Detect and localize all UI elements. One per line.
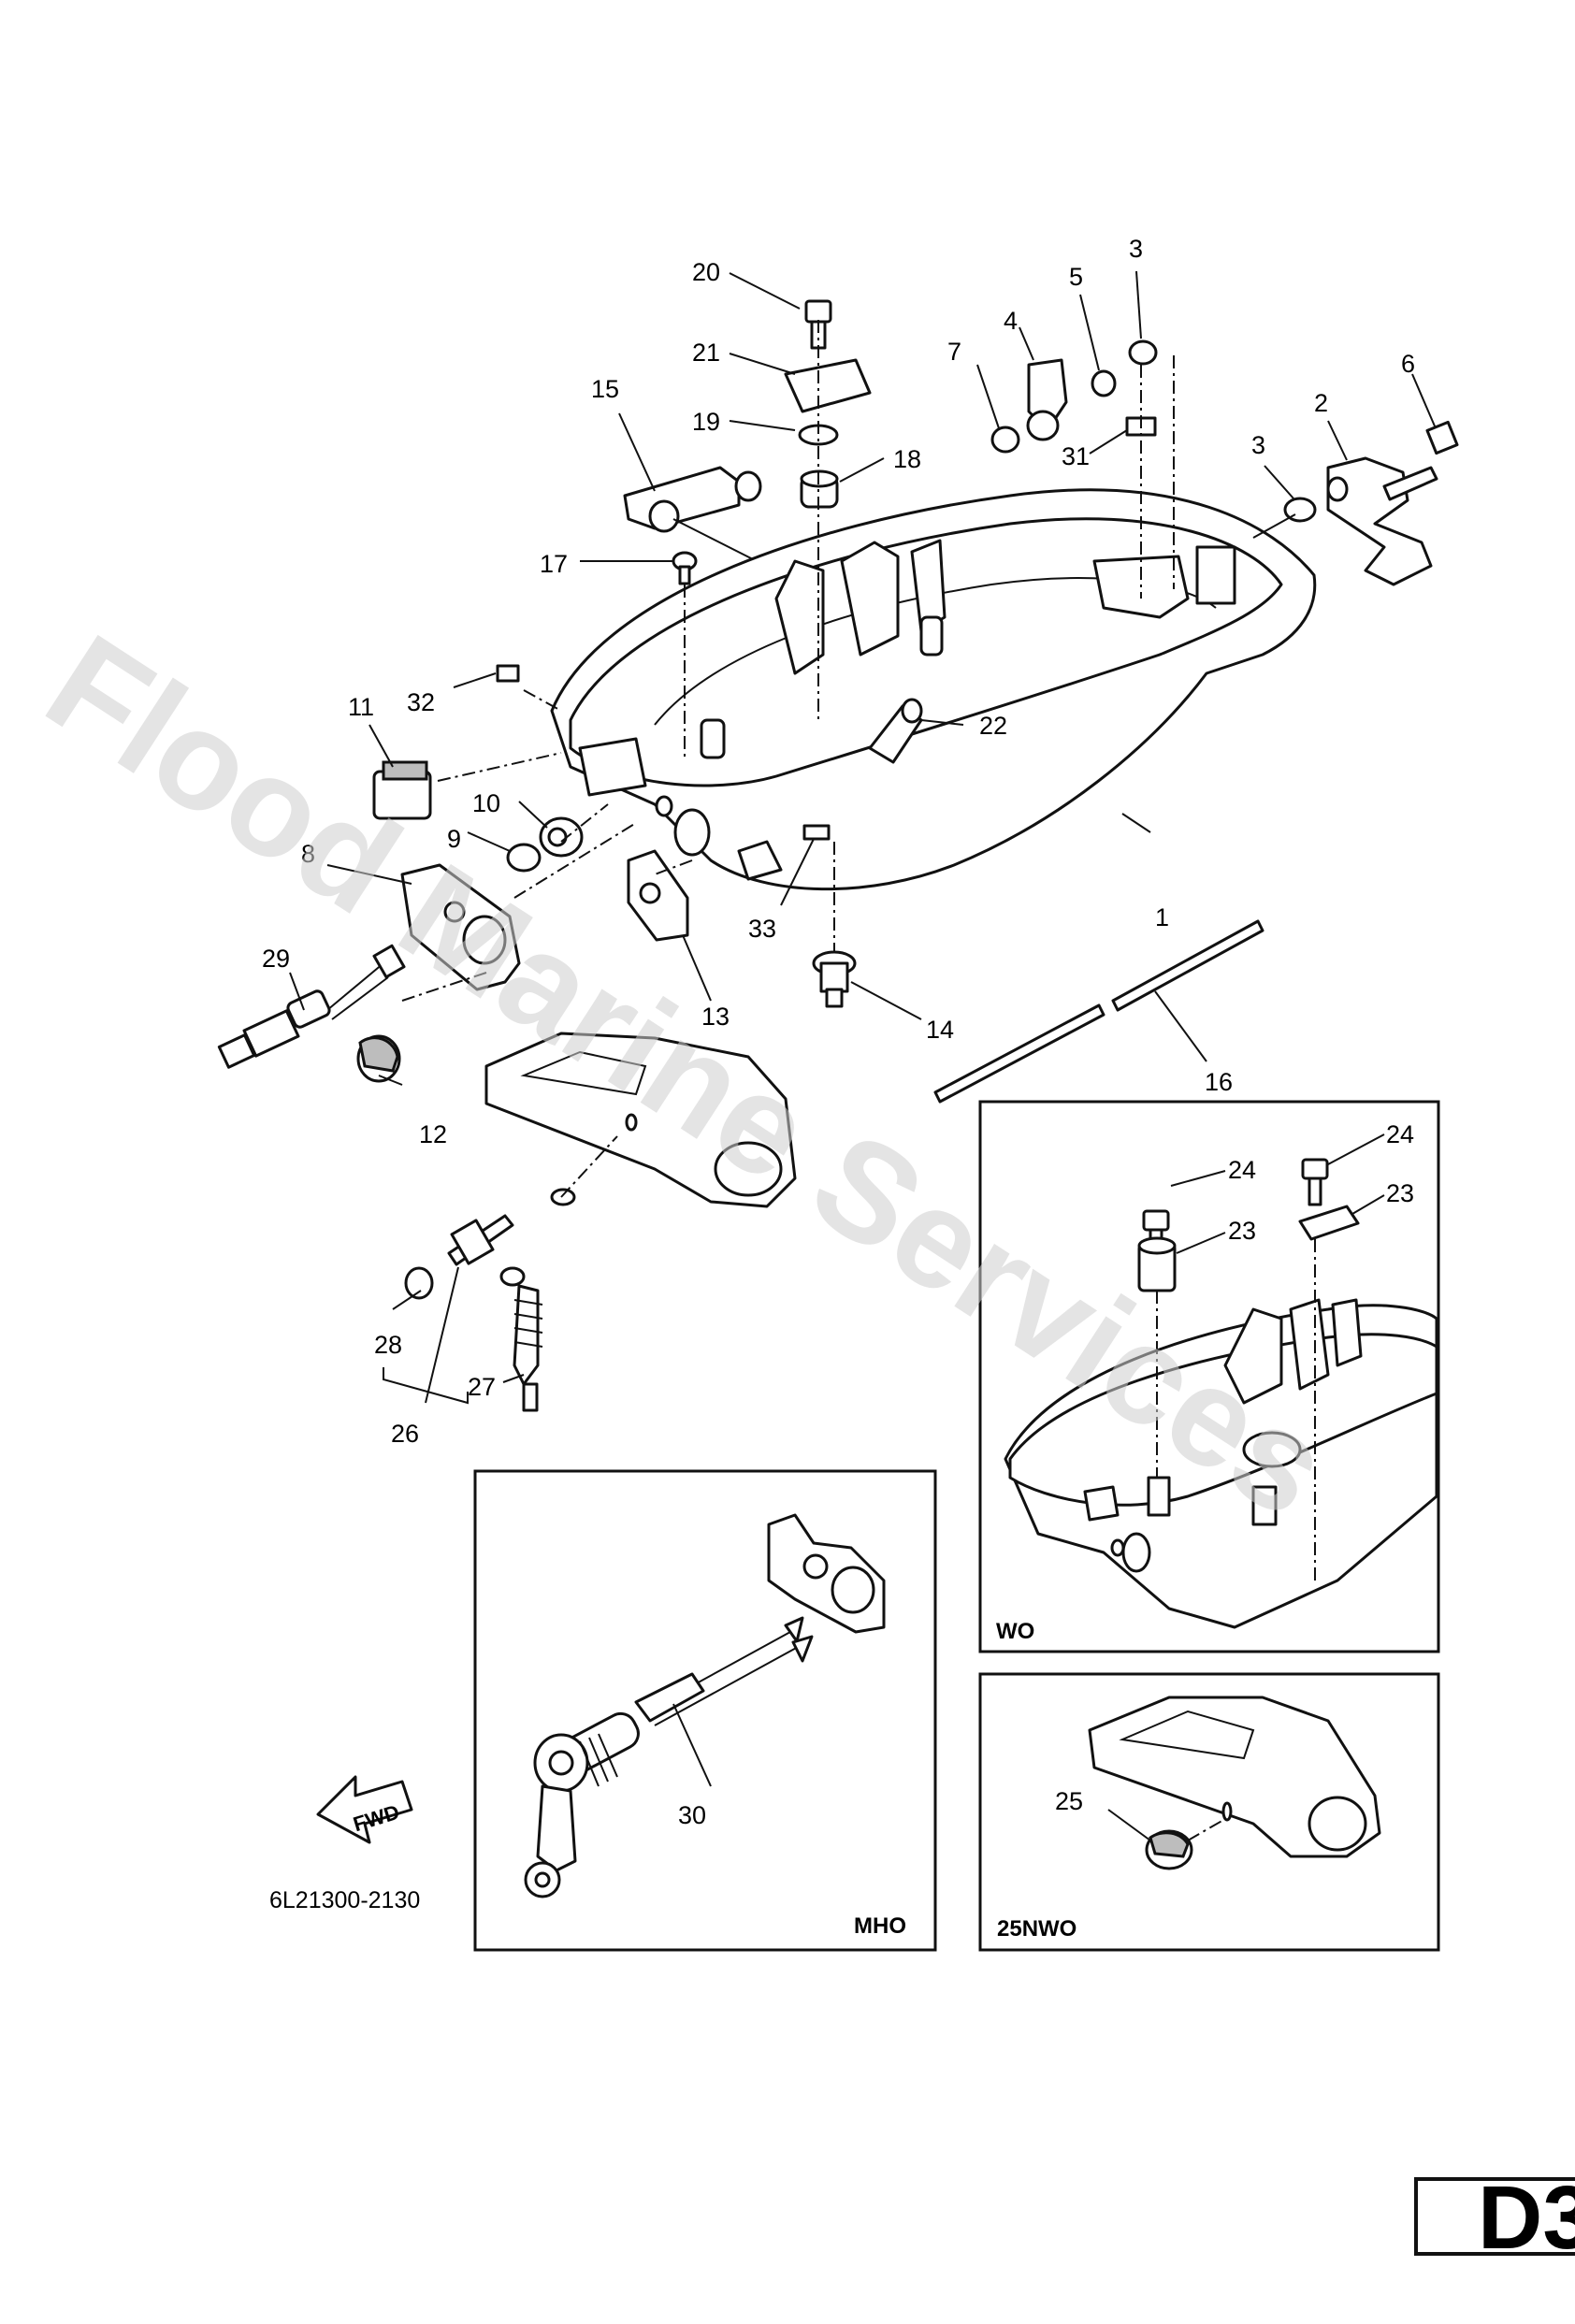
label-12: 12 (419, 1120, 447, 1148)
label-7: 7 (947, 338, 961, 366)
label-4: 4 (1004, 307, 1018, 335)
label-28: 28 (374, 1331, 402, 1359)
inset-wo: 24 24 23 23 WO (978, 1100, 1440, 1653)
part-26-throttle-assembly (404, 1188, 576, 1412)
part-33-label (802, 824, 831, 841)
label-17: 17 (540, 550, 568, 578)
part-13-switch (627, 849, 689, 942)
label-6: 6 (1401, 350, 1415, 378)
part-11-cap (372, 760, 432, 820)
label-19: 19 (692, 408, 720, 436)
mho-box-label: MHO (854, 1913, 906, 1939)
label-14: 14 (926, 1016, 954, 1044)
label-22: 22 (979, 712, 1007, 740)
part-10-grommet (539, 816, 584, 858)
bottom-cowling (550, 488, 1317, 891)
part-9-clip (506, 843, 542, 873)
part-7-nut (990, 426, 1020, 454)
label-26: 26 (391, 1420, 419, 1448)
label-20: 20 (692, 258, 720, 286)
label-27: 27 (468, 1373, 496, 1401)
part-4-clip (1026, 358, 1068, 441)
label-33: 33 (748, 915, 776, 943)
label-29: 29 (262, 945, 290, 973)
label-10: 10 (472, 789, 500, 817)
tiller-handle (484, 1032, 797, 1208)
part-16-rods (933, 919, 1264, 1104)
inset-25nwo: 25 25NWO (978, 1672, 1440, 1952)
label-3b: 3 (1251, 431, 1265, 459)
label-1: 1 (1155, 903, 1169, 931)
label-13: 13 (701, 1003, 730, 1031)
mho-label-30: 30 (678, 1801, 706, 1829)
part-21-plate (784, 358, 872, 413)
part-15-bracket (623, 466, 762, 533)
fwd-arrow-icon: FWD (316, 1775, 413, 1844)
wo-box-label: WO (996, 1619, 1034, 1644)
label-2: 2 (1314, 389, 1328, 417)
label-15: 15 (591, 375, 619, 403)
part-32-label (496, 664, 520, 683)
leader-lines (289, 270, 1437, 1405)
part-12-cap (356, 1034, 401, 1083)
label-31: 31 (1062, 442, 1090, 470)
wo-label-24a: 24 (1228, 1156, 1256, 1184)
part-5-washer (1091, 369, 1117, 397)
part-29-cable (217, 944, 406, 1069)
part-14-plug (812, 950, 857, 1008)
part-labels: 1 2 3 3 4 5 6 7 8 9 10 11 12 13 14 15 16… (262, 235, 1415, 1448)
drawing-code: 6L21300-2130 (269, 1887, 420, 1913)
inset-mho: 30 MHO (473, 1469, 937, 1952)
label-8: 8 (301, 840, 315, 868)
part-17-screw (672, 551, 698, 585)
label-18: 18 (893, 445, 921, 473)
label-16: 16 (1205, 1068, 1233, 1096)
part-3-washer (1128, 339, 1158, 366)
page-code: D3 (1478, 2168, 1575, 2268)
nwo-label-25: 25 (1055, 1787, 1083, 1815)
label-32: 32 (407, 688, 435, 716)
part-6-bolt (1382, 420, 1459, 501)
wo-label-24b: 24 (1386, 1120, 1414, 1148)
wo-label-23b: 23 (1386, 1179, 1414, 1207)
label-3a: 3 (1129, 235, 1143, 263)
label-5: 5 (1069, 263, 1083, 291)
label-11: 11 (348, 693, 374, 721)
part-8-plate (400, 863, 521, 991)
wo-label-23a: 23 (1228, 1217, 1256, 1245)
label-21: 21 (692, 339, 720, 367)
label-9: 9 (447, 825, 461, 853)
page-code-box: D3 (1414, 2168, 1575, 2268)
nwo-box-label: 25NWO (997, 1916, 1076, 1941)
